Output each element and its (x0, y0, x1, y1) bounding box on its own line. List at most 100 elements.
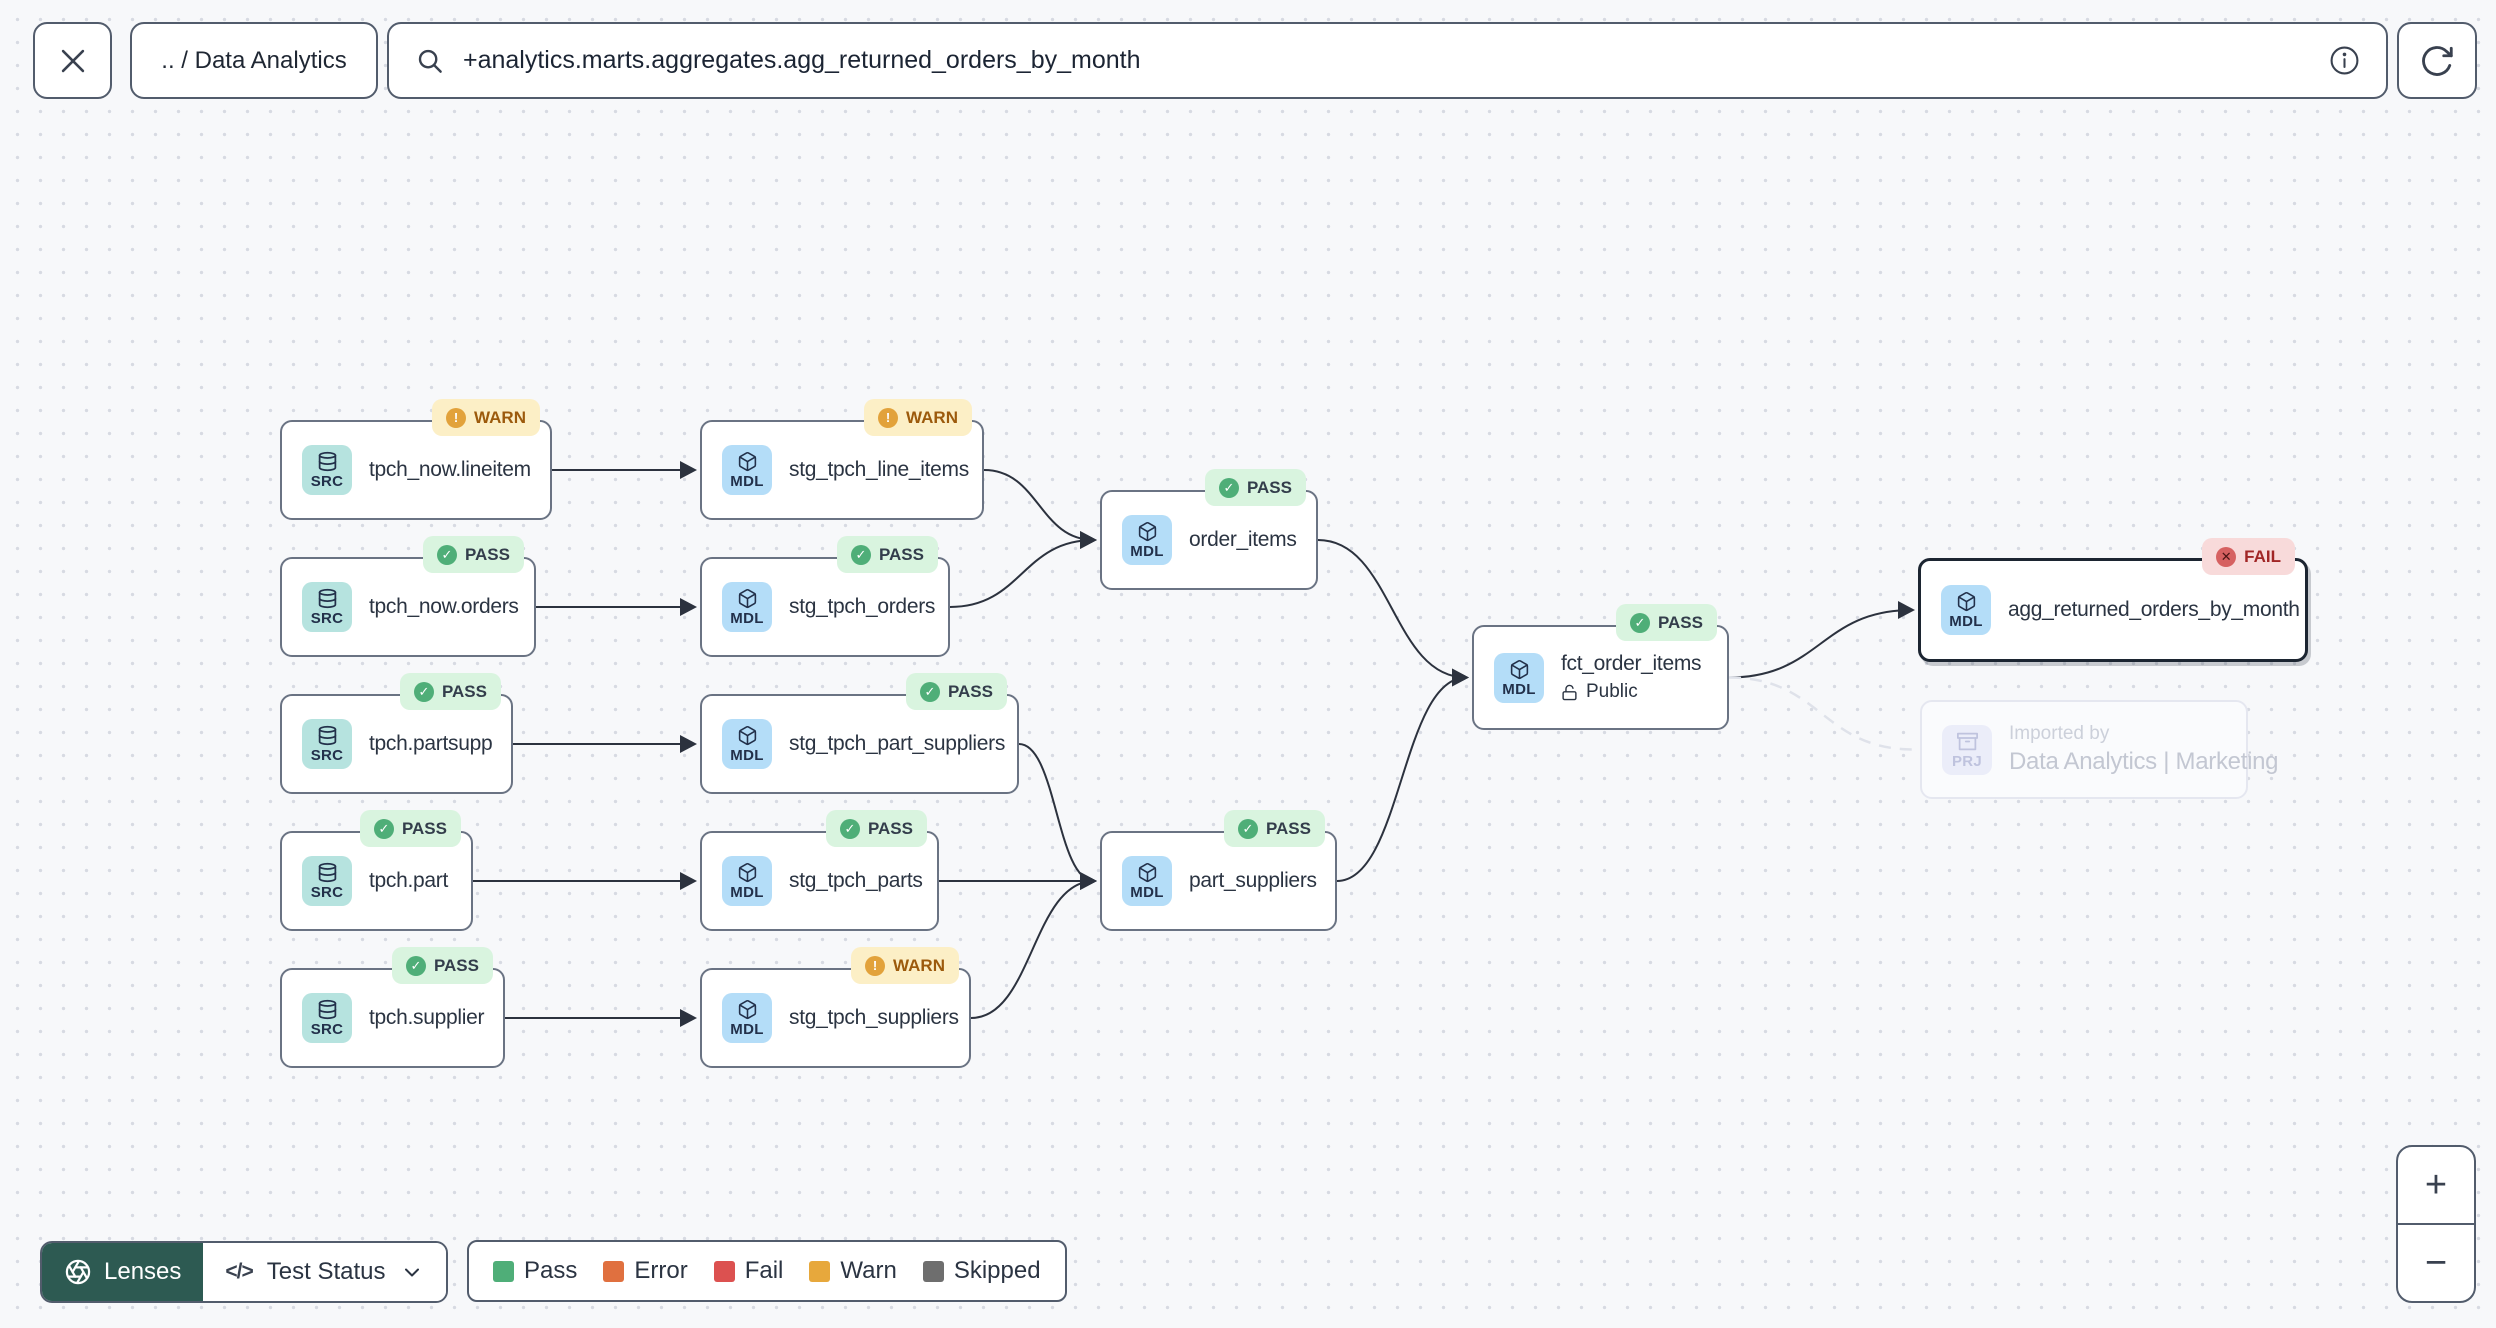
node-kind-label: SRC (310, 747, 344, 764)
status-badge-pass: ✓ PASS (399, 673, 501, 710)
node-text: stg_tpch_orders (789, 595, 935, 619)
node-text: stg_tpch_part_suppliers (789, 732, 1005, 756)
legend-label: Skipped (953, 1257, 1041, 1284)
status-dot-icon: ✓ (850, 544, 871, 565)
cube-icon: MDL (1941, 585, 1991, 635)
lens-selected-label: Test Status (266, 1258, 386, 1285)
node-kind-label: MDL (1502, 680, 1536, 698)
cube-icon: MDL (722, 856, 772, 906)
status-dot-icon: ✓ (1218, 477, 1239, 498)
zoom-in-button[interactable]: + (2398, 1147, 2474, 1225)
node-kind-label: SRC (310, 610, 344, 627)
node-kind-label: MDL (730, 1021, 764, 1038)
node-title: stg_tpch_line_items (789, 458, 969, 481)
status-badge-warn: !WARN (432, 399, 540, 436)
legend-label: Fail (744, 1257, 784, 1284)
status-dot-icon: ✓ (919, 681, 940, 702)
edge-stg_tpch_orders-to-order_items (949, 531, 1097, 608)
status-badge-pass: ✓PASS (422, 536, 524, 573)
node-text: tpch.part (369, 869, 448, 893)
database-icon: SRC (302, 445, 352, 495)
graph-node-tpch_partsupp[interactable]: ✓ PASS SRC tpch.partsupp (280, 673, 513, 794)
status-badge-pass: ✓PASS (825, 810, 927, 847)
close-button[interactable] (33, 22, 112, 99)
legend-item-fail: Fail (713, 1257, 784, 1285)
status-dot-icon: ✓ (413, 681, 434, 702)
status-badge-label: PASS (433, 955, 479, 975)
node-text: agg_returned_orders_by_month (2008, 598, 2300, 622)
graph-node-tpch_now_lineitem[interactable]: !WARN SRC tpch_now.lineitem (280, 399, 552, 520)
status-badge-pass: ✓ PASS (836, 536, 938, 573)
aperture-icon (64, 1258, 92, 1286)
graph-node-stg_tpch_line_items[interactable]: !WARN MDL stg_tpch_line_items (700, 399, 984, 520)
zoom-out-button[interactable]: − (2424, 1241, 2448, 1284)
cube-icon: MDL (1122, 515, 1172, 565)
search-bar[interactable] (387, 22, 2388, 99)
status-badge-label: PASS (1265, 818, 1311, 838)
status-badge-pass: ✓PASS (905, 673, 1007, 710)
refresh-button[interactable] (2397, 22, 2477, 99)
legend-item-skipped: Skipped (922, 1257, 1041, 1285)
status-dot-icon: ✓ (1629, 612, 1650, 633)
lenses-button[interactable]: Lenses (42, 1243, 204, 1301)
info-icon[interactable] (2329, 45, 2360, 76)
node-text: order_items (1189, 528, 1297, 552)
node-title: tpch_now.lineitem (369, 458, 531, 481)
node-kind-label: MDL (730, 884, 764, 901)
breadcrumb[interactable]: .. / Data Analytics (130, 22, 378, 99)
status-badge-warn: !WARN (864, 399, 972, 436)
node-title: part_suppliers (1189, 869, 1317, 892)
lens-selector[interactable]: </> Test Status (203, 1243, 446, 1301)
node-kind-label: MDL (730, 473, 764, 490)
refresh-icon (2419, 43, 2455, 79)
status-dot-icon: ! (865, 955, 886, 976)
legend-swatch (809, 1260, 831, 1282)
node-title: tpch.partsupp (369, 732, 493, 755)
node-kind-label: SRC (310, 473, 344, 490)
node-kind-label: MDL (1130, 884, 1164, 901)
graph-node-agg_returned_orders_by_month[interactable]: ✕FAIL MDL agg_returned_orders_by_month (1918, 538, 2308, 662)
breadcrumb-label: .. / Data Analytics (161, 46, 347, 74)
node-text: tpch_now.lineitem (369, 458, 531, 482)
status-badge-label: PASS (401, 818, 447, 838)
zoom-controls: + − (2396, 1145, 2476, 1303)
status-badge-label: PASS (464, 544, 510, 564)
node-kind-label: PRJ (1951, 752, 1983, 770)
project-icon: PRJ (1942, 724, 1992, 775)
cube-icon: MDL (722, 582, 772, 632)
cube-icon: MDL (1122, 856, 1172, 906)
node-title: agg_returned_orders_by_month (2008, 598, 2300, 621)
node-text: stg_tpch_parts (789, 869, 923, 893)
node-text: part_suppliers (1189, 869, 1317, 893)
node-title: tpch.supplier (369, 1006, 485, 1029)
node-kind-label: SRC (310, 1021, 344, 1038)
status-badge-label: PASS (441, 681, 487, 701)
node-kind-label: MDL (730, 610, 764, 627)
status-badge-fail: ✕FAIL (2202, 538, 2295, 575)
status-badge-label: PASS (878, 544, 924, 564)
node-access-row: Public (1561, 681, 1701, 703)
node-pretitle: Imported by (2009, 723, 2110, 744)
graph-node-stg_tpch_orders[interactable]: ✓ PASS MDL stg_tpch_orders (700, 536, 950, 657)
cube-icon: MDL (722, 445, 772, 495)
status-badge-label: WARN (474, 407, 526, 427)
search-input[interactable] (461, 45, 2313, 76)
node-kind-label: MDL (1949, 613, 1983, 630)
node-title: stg_tpch_suppliers (789, 1006, 959, 1029)
graph-node-stg_tpch_parts[interactable]: ✓PASS MDL stg_tpch_parts (700, 810, 939, 931)
legend-swatch (713, 1260, 735, 1282)
status-dot-icon: ✓ (373, 818, 394, 839)
legend-swatch (922, 1260, 944, 1282)
